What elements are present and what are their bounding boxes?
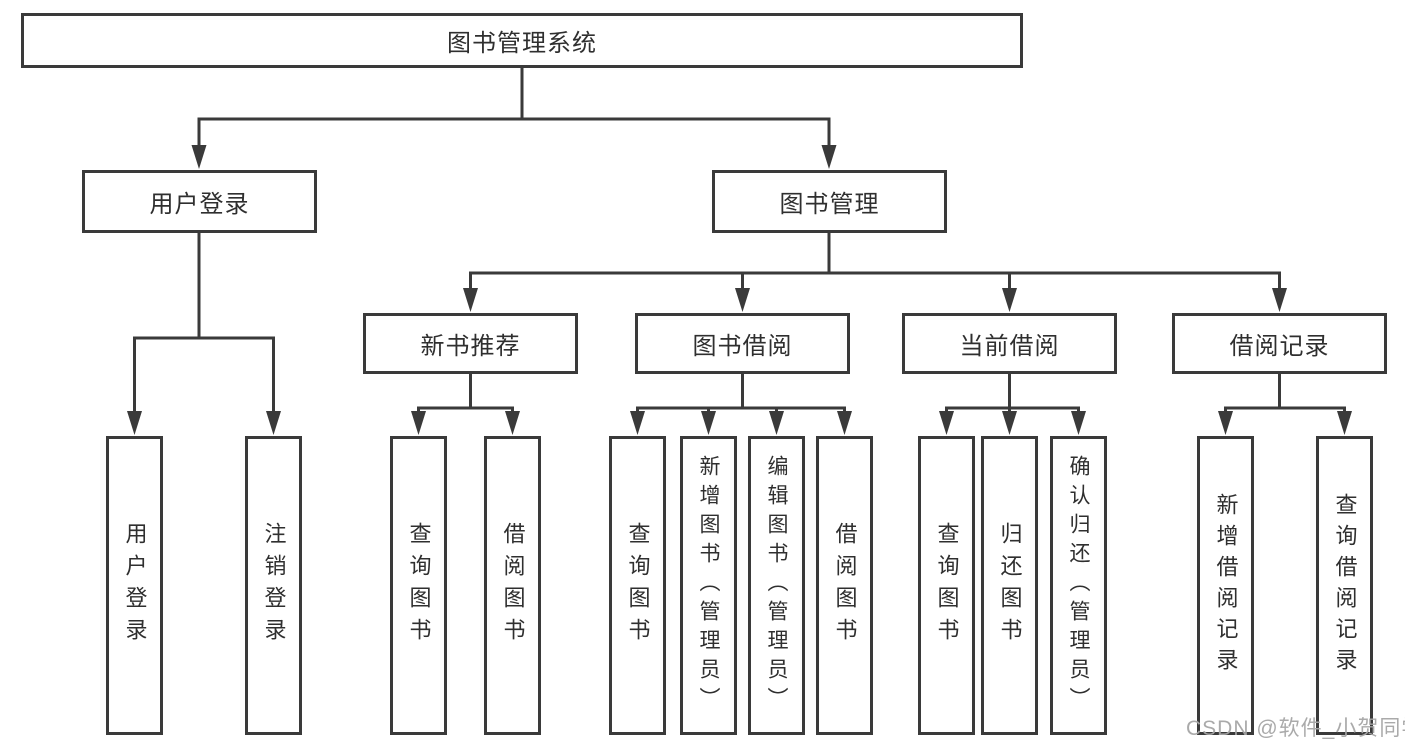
leaf-confirm-return-admin: 确认归还（管理员） bbox=[1050, 436, 1107, 735]
node-label: 查询借阅记录 bbox=[1332, 492, 1358, 679]
leaf-edit-books-admin: 编辑图书（管理员） bbox=[748, 436, 805, 735]
arrow-down-icon bbox=[1002, 411, 1017, 435]
node-current-borrow: 当前借阅 bbox=[902, 313, 1117, 374]
node-label: 查询图书 bbox=[406, 521, 432, 650]
node-label: 新书推荐 bbox=[420, 333, 521, 360]
node-label: 编辑图书（管理员） bbox=[765, 455, 788, 716]
node-label: 新增图书（管理员） bbox=[697, 455, 720, 716]
arrowhead-icons bbox=[127, 145, 1352, 435]
node-label: 新增借阅记录 bbox=[1213, 492, 1239, 679]
node-label: 借阅图书 bbox=[500, 521, 526, 650]
node-label: 注销登录 bbox=[261, 521, 287, 650]
arrow-down-icon bbox=[411, 411, 426, 435]
leaf-borrow-books: 借阅图书 bbox=[816, 436, 873, 735]
node-label: 用户登录 bbox=[149, 191, 250, 218]
arrow-down-icon bbox=[127, 411, 142, 435]
node-label: 图书管理系统 bbox=[447, 30, 597, 57]
leaf-query-books-recommend: 查询图书 bbox=[390, 436, 447, 735]
node-label: 当前借阅 bbox=[959, 333, 1060, 360]
leaf-return-books: 归还图书 bbox=[981, 436, 1038, 735]
leaf-query-books-current: 查询图书 bbox=[918, 436, 975, 735]
leaf-add-books-admin: 新增图书（管理员） bbox=[680, 436, 737, 735]
arrow-down-icon bbox=[505, 411, 520, 435]
arrow-down-icon bbox=[1337, 411, 1352, 435]
arrow-down-icon bbox=[1071, 411, 1086, 435]
arrow-down-icon bbox=[821, 145, 837, 169]
node-label: 查询图书 bbox=[934, 521, 960, 650]
arrow-down-icon bbox=[769, 411, 784, 435]
node-label: 借阅图书 bbox=[832, 521, 858, 650]
arrow-down-icon bbox=[701, 411, 716, 435]
leaf-add-borrow-record: 新增借阅记录 bbox=[1197, 436, 1254, 735]
csdn-watermark: CSDN @软件_小贺同学 bbox=[1186, 717, 1405, 740]
node-label: 查询图书 bbox=[625, 521, 651, 650]
arrow-down-icon bbox=[630, 411, 645, 435]
leaf-query-borrow-record: 查询借阅记录 bbox=[1316, 436, 1373, 735]
arrow-down-icon bbox=[735, 288, 750, 312]
node-label: 确认归还（管理员） bbox=[1067, 455, 1090, 716]
arrow-down-icon bbox=[837, 411, 852, 435]
arrow-down-icon bbox=[939, 411, 954, 435]
node-label: 借阅记录 bbox=[1229, 333, 1330, 360]
node-book-borrow: 图书借阅 bbox=[635, 313, 850, 374]
leaf-user-login: 用户登录 bbox=[106, 436, 163, 735]
node-label: 归还图书 bbox=[997, 521, 1023, 650]
arrow-down-icon bbox=[1272, 288, 1287, 312]
leaf-logout: 注销登录 bbox=[245, 436, 302, 735]
arrow-down-icon bbox=[1218, 411, 1233, 435]
node-root-system: 图书管理系统 bbox=[21, 13, 1023, 68]
node-label: 图书借阅 bbox=[692, 333, 793, 360]
arrow-down-icon bbox=[266, 411, 281, 435]
leaf-borrow-books-recommend: 借阅图书 bbox=[484, 436, 541, 735]
arrow-down-icon bbox=[463, 288, 478, 312]
node-user-login: 用户登录 bbox=[82, 170, 317, 233]
node-label: 图书管理 bbox=[779, 191, 880, 218]
node-book-management: 图书管理 bbox=[712, 170, 947, 233]
node-new-book-recommend: 新书推荐 bbox=[363, 313, 578, 374]
node-label: 用户登录 bbox=[122, 521, 148, 650]
node-borrow-records: 借阅记录 bbox=[1172, 313, 1387, 374]
arrow-down-icon bbox=[1002, 288, 1017, 312]
arrow-down-icon bbox=[191, 145, 207, 169]
leaf-query-books-borrow: 查询图书 bbox=[609, 436, 666, 735]
